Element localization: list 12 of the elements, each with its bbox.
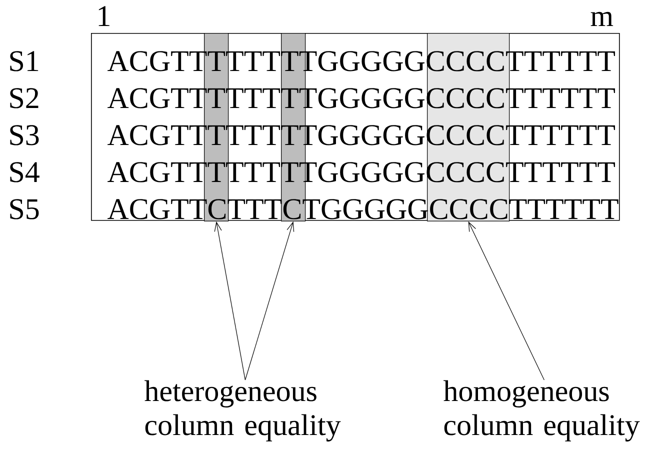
sequence-name: S1 [10,51,38,72]
sequence-name: S3 [10,125,39,146]
sequence-name: S2 [10,88,38,108]
column-index: 1 [98,6,110,26]
arrow [244,221,294,380]
sequence-name: S5 [10,199,39,220]
sequence-name: S4 [10,162,40,182]
arrow [468,221,544,380]
column-index: m [590,12,614,26]
arrow [214,221,246,380]
caption-text: heterogeneous column equality [144,380,341,442]
caption-text: homogeneous column equality [444,380,640,442]
